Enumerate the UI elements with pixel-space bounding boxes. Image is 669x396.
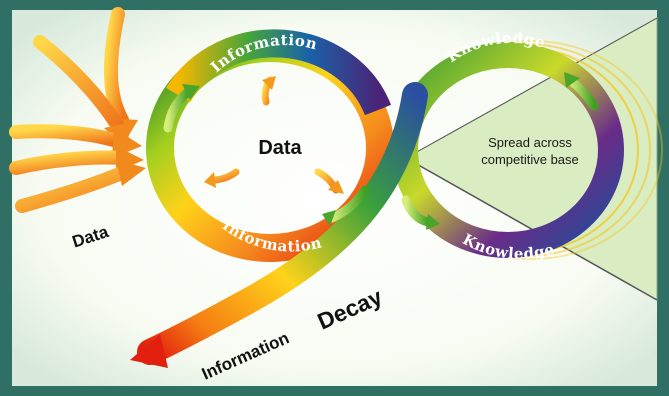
- decay-arrowhead: [130, 334, 168, 368]
- center-data-label: Data: [258, 137, 302, 159]
- incoming-data-arrows: [9, 7, 146, 213]
- spread-text-line1: Spread across: [488, 135, 572, 150]
- center-arrow-up: [261, 76, 276, 106]
- spread-text-line2: competitive base: [481, 152, 579, 167]
- ring-arrow-upper-left: [163, 84, 200, 133]
- ring-arrow-knowledge-lower: [401, 195, 440, 230]
- center-arrow-down-right: [314, 168, 344, 194]
- cone-edge-lower: [405, 157, 658, 301]
- center-arrow-down-left: [204, 168, 240, 188]
- information-ring-top: [166, 29, 392, 116]
- cone-edge-upper: [405, 17, 658, 159]
- ring-arrow-knowledge-right: [564, 72, 599, 111]
- decay-swoosh: [137, 82, 428, 365]
- ring-arrow-cross-down: [322, 185, 370, 226]
